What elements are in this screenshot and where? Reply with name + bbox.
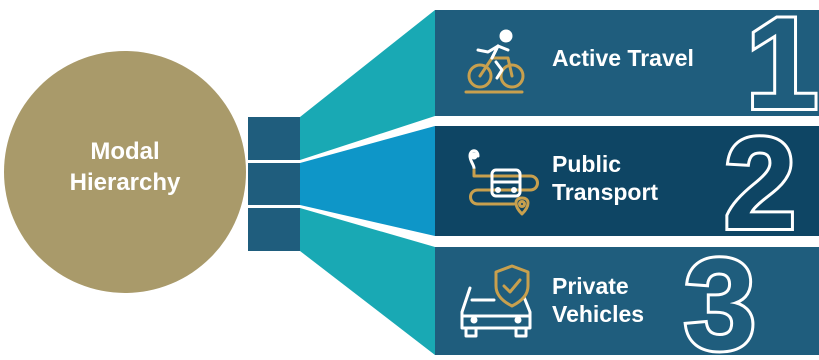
tier-label-1: Active Travel bbox=[552, 44, 694, 72]
tier-panel-1 bbox=[435, 10, 819, 116]
modal-hierarchy-line-2: Hierarchy bbox=[69, 169, 181, 196]
connector-block-top bbox=[248, 117, 300, 160]
modal-hierarchy-label: Modal Hierarchy bbox=[40, 136, 210, 198]
tier-2-text-line-1: Public bbox=[552, 151, 622, 177]
modal-hierarchy-line-1: Modal bbox=[90, 138, 160, 165]
tier-number-3: 3 bbox=[684, 231, 756, 360]
car-shield-icon bbox=[460, 264, 532, 338]
tier-1-text: Active Travel bbox=[552, 45, 694, 71]
modal-hierarchy-circle bbox=[4, 51, 246, 293]
tier-number-2: 2 bbox=[724, 110, 796, 256]
funnel-wedge-bottom bbox=[300, 208, 435, 355]
connector-block-bottom bbox=[248, 208, 300, 251]
tier-label-2: Public Transport bbox=[552, 150, 658, 206]
funnel-wedge-top bbox=[300, 10, 435, 160]
tier-number-1: 1 bbox=[746, 0, 818, 136]
funnel-wedge-middle bbox=[300, 126, 435, 236]
tier-3-text-line-1: Private bbox=[552, 273, 629, 299]
tier-2-text-line-2: Transport bbox=[552, 179, 659, 205]
bus-route-icon bbox=[468, 149, 539, 216]
connector-block-middle bbox=[248, 163, 300, 205]
tier-3-text-line-2: Vehicles bbox=[552, 301, 645, 327]
cyclist-icon bbox=[464, 29, 525, 94]
tier-label-3: Private Vehicles bbox=[552, 272, 644, 328]
tier-panel-3 bbox=[435, 247, 819, 355]
